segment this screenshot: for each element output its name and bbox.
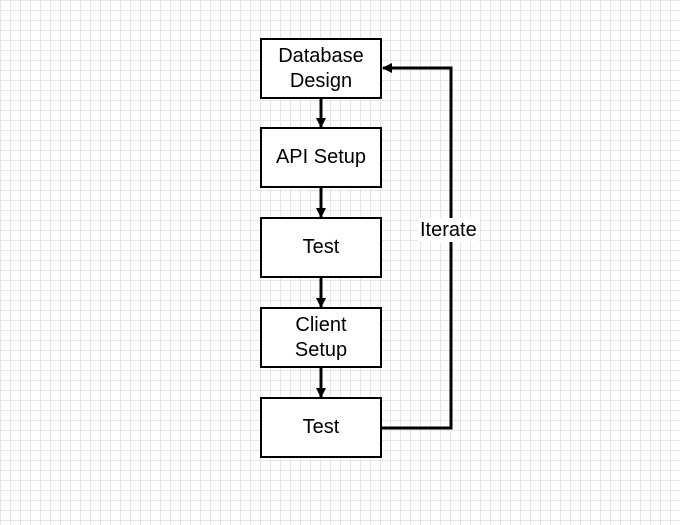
node-api-setup-label: API Setup <box>275 146 367 168</box>
edge-label-iterate: Iterate <box>418 218 479 242</box>
node-test-1-label: Test <box>302 236 340 258</box>
node-test-2-label: Test <box>302 416 340 438</box>
node-test-2: Test <box>260 397 382 458</box>
node-client-setup: Client Setup <box>260 307 382 368</box>
node-api-setup: API Setup <box>260 127 382 188</box>
node-database-design-label: Database Design <box>278 44 364 92</box>
edge-test-2-to-database-design <box>381 63 453 430</box>
node-client-setup-label: Client Setup <box>294 313 348 361</box>
node-database-design: Database Design <box>260 38 382 99</box>
node-test-1: Test <box>260 217 382 278</box>
